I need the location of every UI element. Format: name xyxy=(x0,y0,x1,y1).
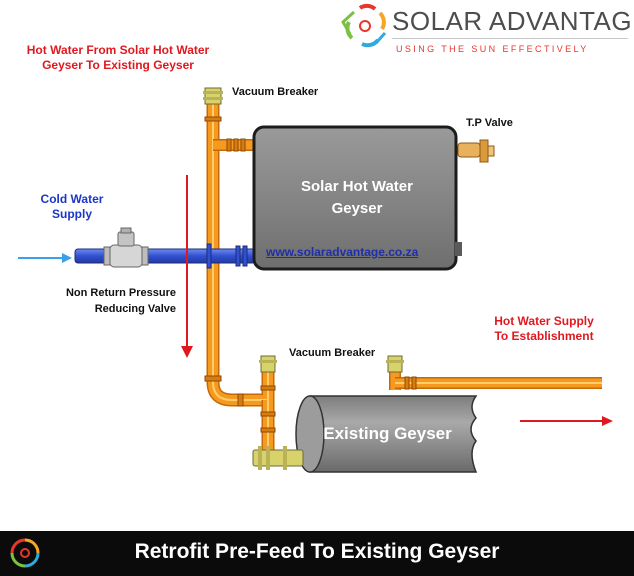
footer-brand-icon xyxy=(10,538,40,568)
solar-tank-fitting xyxy=(455,242,462,256)
flow-arrow-hot-supply-icon xyxy=(520,416,613,426)
existing-geyser-title: Existing Geyser xyxy=(323,424,452,443)
footer-title: Retrofit Pre-Feed To Existing Geyser xyxy=(134,540,500,563)
pressure-reducing-valve-icon xyxy=(103,227,149,268)
plumbing-diagram xyxy=(18,3,613,473)
footer-bar xyxy=(0,531,634,576)
label-vacuum-breaker-top: Vacuum Breaker xyxy=(232,86,319,98)
vacuum-breaker-top-icon xyxy=(203,87,223,105)
brand-name: SOLAR ADVANTAGE xyxy=(392,6,634,36)
label-cold-water-supply: Cold Water Supply xyxy=(40,192,104,221)
brand-logo-icon xyxy=(341,3,387,48)
label-tp-valve: T.P Valve xyxy=(466,117,513,129)
flow-arrow-down-icon xyxy=(181,175,193,358)
website-link[interactable]: www.solaradvantage.co.za xyxy=(266,245,419,259)
label-hot-water-supply: Hot Water Supply To Establishment xyxy=(494,314,594,343)
tp-valve-icon xyxy=(457,139,495,163)
cold-water-pipe xyxy=(74,243,256,269)
solar-geyser-tank xyxy=(252,125,458,271)
pipe-joints xyxy=(204,116,417,433)
flow-arrow-cold-icon xyxy=(18,253,72,263)
solar-geyser-title: Solar Hot Water Geyser xyxy=(301,178,413,217)
brand-divider xyxy=(392,38,628,39)
vacuum-breaker-right-icon xyxy=(386,355,404,373)
brand-tagline: USING THE SUN EFFECTIVELY xyxy=(396,44,589,54)
label-hot-water-from-solar: Hot Water From Solar Hot Water Geyser To… xyxy=(26,43,210,72)
vacuum-breaker-bottom-icon xyxy=(259,355,277,373)
label-vacuum-breaker-bottom: Vacuum Breaker xyxy=(289,347,376,359)
label-non-return-valve: Non Return Pressure Reducing Valve xyxy=(65,287,176,315)
existing-geyser-inlet xyxy=(252,446,304,470)
